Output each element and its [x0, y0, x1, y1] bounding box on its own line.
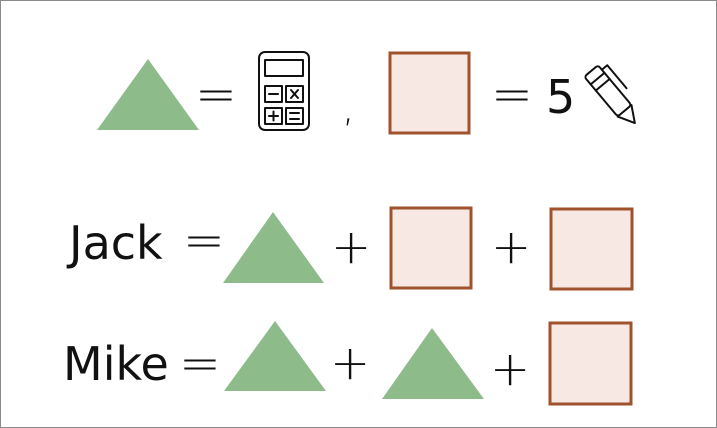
five-number: 5 — [546, 70, 575, 124]
mike-label: Mike — [63, 337, 169, 391]
square-symbol — [548, 321, 633, 406]
calculator-icon — [258, 51, 310, 131]
triangle-symbol — [223, 212, 324, 283]
triangle-symbol — [382, 328, 484, 399]
equals-sign: = — [491, 65, 533, 123]
pen-icon — [584, 64, 636, 125]
square-symbol — [388, 51, 471, 135]
triangle-symbol — [224, 321, 326, 391]
comma-separator: , — [342, 85, 355, 131]
equals-sign: = — [195, 65, 237, 123]
plus-sign: + — [331, 219, 371, 275]
equals-sign: = — [179, 334, 221, 392]
square-symbol — [389, 206, 473, 290]
plus-sign: + — [330, 335, 370, 391]
plus-sign: + — [490, 341, 530, 397]
equals-sign: = — [183, 211, 225, 269]
triangle-symbol — [97, 59, 199, 130]
plus-sign: + — [491, 219, 531, 275]
jack-label: Jack — [66, 216, 163, 270]
square-symbol — [549, 207, 634, 291]
